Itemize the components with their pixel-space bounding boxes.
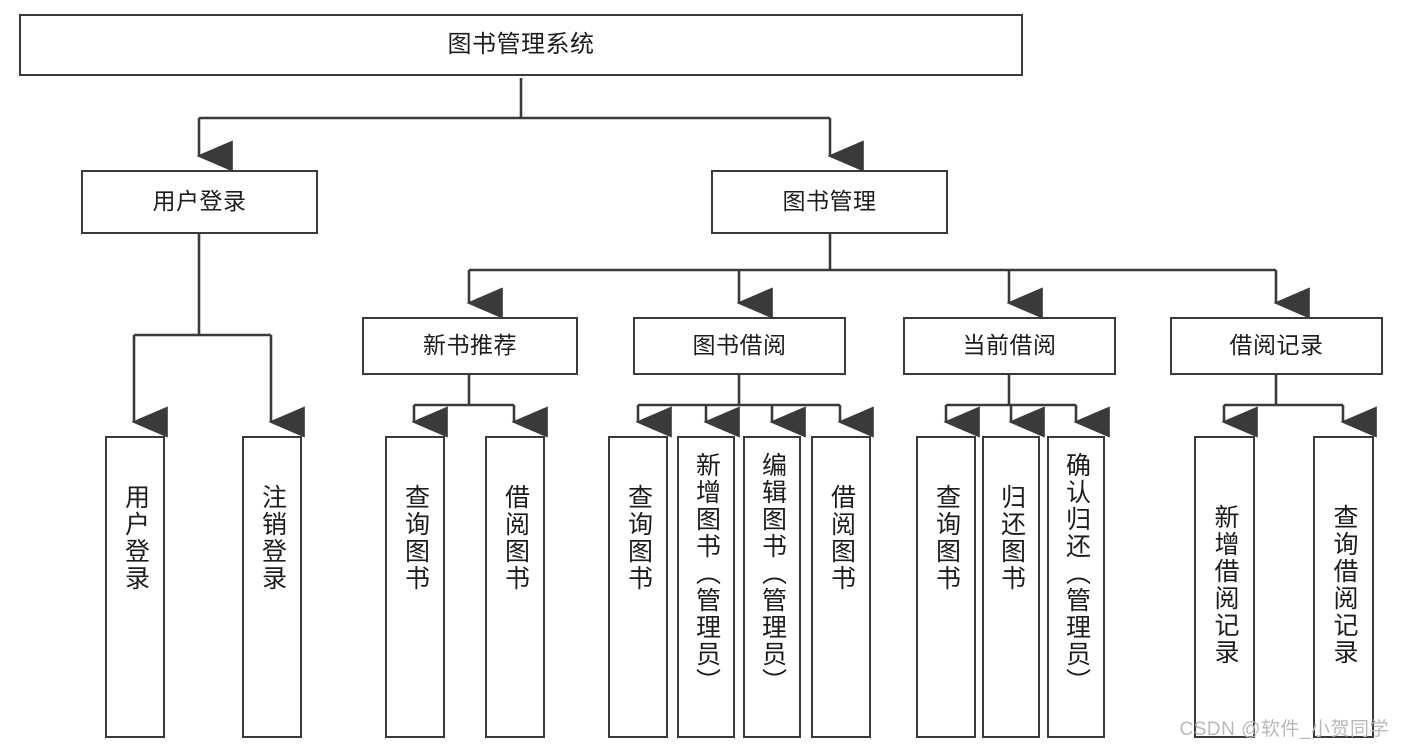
leaf-confirm-return-admin[interactable]: 确认归还（管理员） xyxy=(1047,436,1105,738)
leaf-logout-login[interactable]: 注销登录 xyxy=(242,436,302,738)
node-label: 查询图书 xyxy=(401,484,430,592)
node-label: 编辑图书（管理员） xyxy=(758,452,787,695)
node-label: 图书管理系统 xyxy=(447,30,595,58)
leaf-query-book-recommendation[interactable]: 查询图书 xyxy=(385,436,445,738)
node-new-book-recommendation[interactable]: 新书推荐 xyxy=(362,317,578,375)
leaf-add-borrowing-record[interactable]: 新增借阅记录 xyxy=(1194,436,1255,738)
node-book-management[interactable]: 图书管理 xyxy=(711,170,948,234)
node-label: 借阅记录 xyxy=(1229,332,1324,359)
leaf-query-book-borrowing[interactable]: 查询图书 xyxy=(608,436,668,738)
node-root-book-management-system[interactable]: 图书管理系统 xyxy=(19,14,1023,76)
node-label: 查询图书 xyxy=(624,484,653,592)
node-borrowing-record[interactable]: 借阅记录 xyxy=(1170,317,1383,375)
node-label: 借阅图书 xyxy=(501,484,530,592)
node-user-login[interactable]: 用户登录 xyxy=(81,170,318,234)
leaf-return-book[interactable]: 归还图书 xyxy=(982,436,1040,738)
node-label: 用户登录 xyxy=(152,188,247,215)
node-label: 新增图书（管理员） xyxy=(692,452,721,695)
leaf-borrow-book-recommendation[interactable]: 借阅图书 xyxy=(485,436,545,738)
node-label: 当前借阅 xyxy=(962,332,1057,359)
node-label: 借阅图书 xyxy=(827,484,856,592)
leaf-edit-book-admin[interactable]: 编辑图书（管理员） xyxy=(743,436,801,738)
node-book-borrowing[interactable]: 图书借阅 xyxy=(633,317,846,375)
node-label: 查询图书 xyxy=(932,484,961,592)
node-label: 图书借阅 xyxy=(692,332,787,359)
node-label: 注销登录 xyxy=(258,484,287,592)
leaf-query-borrowing-record[interactable]: 查询借阅记录 xyxy=(1313,436,1374,738)
node-label: 新书推荐 xyxy=(423,332,517,359)
leaf-query-book-current[interactable]: 查询图书 xyxy=(916,436,976,738)
csdn-watermark: CSDN @软件_小贺同学 xyxy=(1179,719,1389,740)
node-label: 图书管理 xyxy=(782,188,877,215)
node-label: 查询借阅记录 xyxy=(1330,504,1358,666)
node-label: 新增借阅记录 xyxy=(1211,504,1239,666)
leaf-user-login[interactable]: 用户登录 xyxy=(105,436,165,738)
node-label: 用户登录 xyxy=(121,484,150,592)
node-current-borrowing[interactable]: 当前借阅 xyxy=(903,317,1116,375)
node-label: 归还图书 xyxy=(997,484,1026,592)
leaf-borrow-book-borrowing[interactable]: 借阅图书 xyxy=(811,436,871,738)
leaf-add-book-admin[interactable]: 新增图书（管理员） xyxy=(677,436,735,738)
node-label: 确认归还（管理员） xyxy=(1062,452,1091,695)
